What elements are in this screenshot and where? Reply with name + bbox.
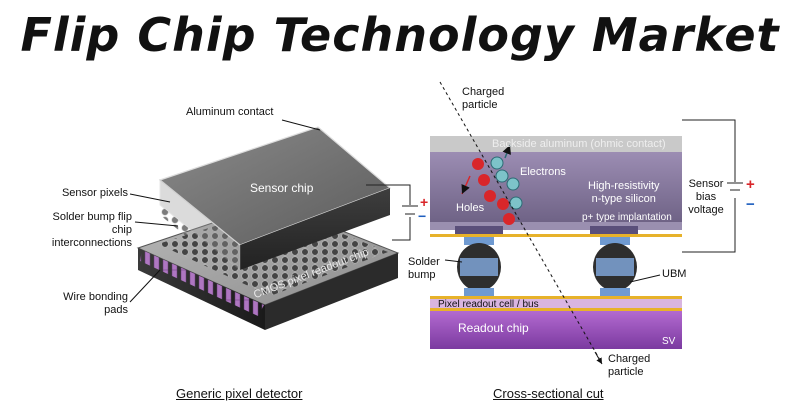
label-readout-chip: Readout chip [458, 321, 529, 335]
label-pixel-readout: Pixel readout cell / bus [438, 299, 539, 310]
label-solder-bump-right: Solder bump [408, 256, 440, 281]
label-backside-aluminum: Backside aluminum (ohmic contact) [492, 138, 666, 150]
label-high-resistivity: High-resistivity n-type silicon [588, 180, 660, 205]
label-aluminum-contact: Aluminum contact [186, 106, 274, 118]
caption-cross-sectional-cut: Cross-sectional cut [493, 386, 604, 401]
label-solder-bump: Solder bump flip chip interconnections [51, 211, 132, 249]
label-electrons: Electrons [520, 166, 566, 178]
label-sv: SV [662, 336, 676, 347]
solder-bump-left [457, 237, 501, 296]
caption-generic-pixel-detector: Generic pixel detector [176, 386, 303, 401]
bias-circuit-right [682, 119, 743, 253]
minus-symbol: − [418, 208, 426, 224]
label-sensor-bias: Sensor bias voltage [688, 178, 724, 216]
sensor-chip [158, 126, 392, 280]
bias-plus-symbol: + [746, 176, 755, 193]
page-title: Flip Chip Technology Market [20, 8, 780, 62]
label-ubm: UBM [662, 268, 687, 280]
plus-symbol: + [420, 194, 428, 210]
label-charged-particle-bottom: Charged particle [608, 353, 651, 378]
charge-carriers [461, 144, 523, 225]
label-holes: Holes [456, 202, 485, 214]
cross-section [430, 136, 682, 349]
label-charged-particle-top: Charged particle [462, 86, 505, 111]
bias-minus-symbol: − [746, 196, 755, 213]
solder-bump-right [593, 237, 637, 296]
label-sensor-pixels: Sensor pixels [61, 187, 128, 199]
bias-circuit-left [366, 184, 418, 241]
label-wire-bonding: Wire bonding pads [63, 291, 128, 316]
label-sensor-chip: Sensor chip [250, 181, 314, 195]
label-p-implant: p+ type implantation [582, 212, 672, 223]
